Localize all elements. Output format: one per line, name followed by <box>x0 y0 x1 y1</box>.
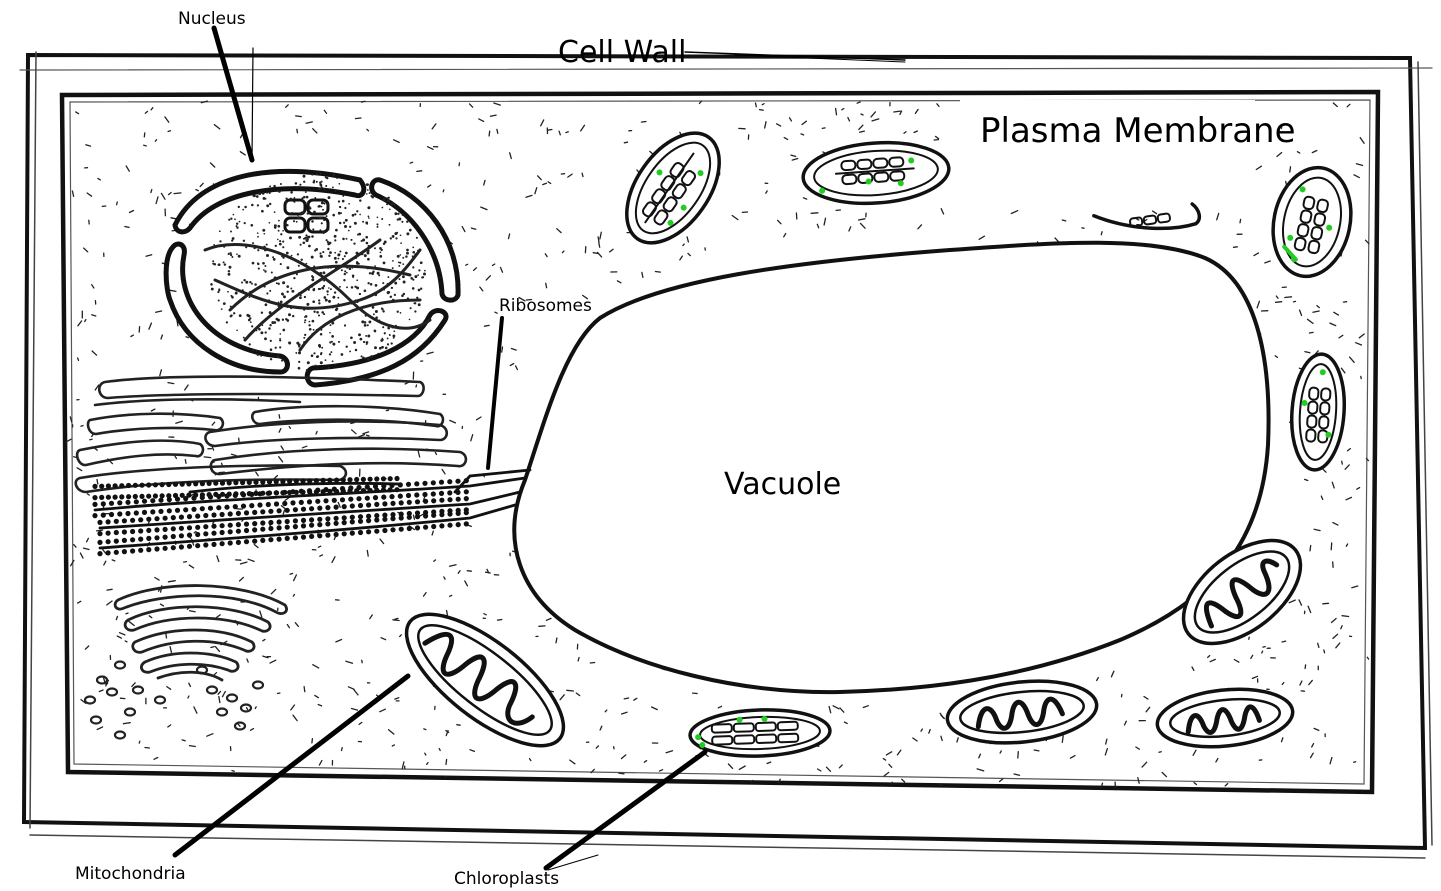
ribosomes-label: Ribosomes <box>499 296 592 316</box>
mitochondrion <box>944 674 1099 749</box>
chloroplast <box>801 138 951 208</box>
chloroplast <box>1263 160 1360 283</box>
nucleus <box>166 150 458 390</box>
vacuole-label: Vacuole <box>724 467 841 502</box>
ribosomes-leader-line <box>488 318 502 468</box>
chloroplast <box>689 708 831 759</box>
mitochondrion <box>1154 683 1295 753</box>
cell-wall-label: Cell Wall <box>558 35 686 70</box>
chloroplast <box>1288 352 1348 471</box>
plasma-membrane-label: Plasma Membrane <box>980 111 1296 151</box>
smooth-er <box>76 377 466 492</box>
chloroplasts-label: Chloroplasts <box>454 869 559 889</box>
nucleus-label: Nucleus <box>178 9 246 29</box>
golgi-apparatus <box>85 586 287 739</box>
chloroplast <box>608 117 738 260</box>
chloroplasts-leader-line <box>546 752 705 868</box>
vacuole <box>514 243 1268 692</box>
mitochondria-label: Mitochondria <box>75 864 186 884</box>
